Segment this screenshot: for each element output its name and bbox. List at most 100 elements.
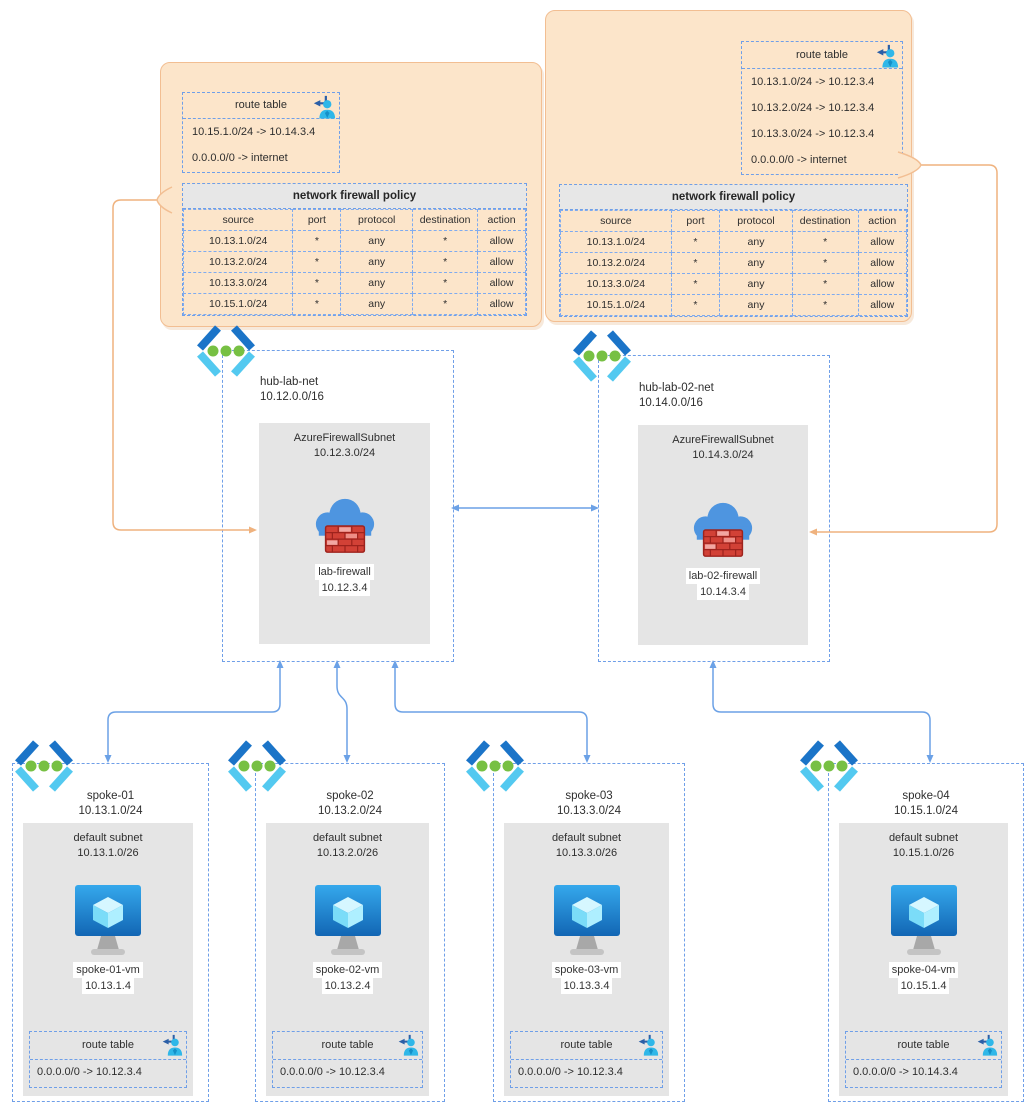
vnet-cidr-line: 10.13.1.0/24	[78, 805, 143, 817]
vm-ip: 10.15.1.4	[897, 978, 950, 994]
default-subnet-box: default subnet 10.13.2.0/26 spoke-02-vm …	[266, 823, 429, 1096]
route-table-panel-spoke1: route table 0.0.0.0/0 -> 10.12.3.4	[29, 1031, 187, 1088]
route-entry: 10.15.1.0/24 -> 10.14.3.4	[192, 126, 316, 138]
policy-cell: any	[719, 231, 793, 253]
policy-header-row: source port protocol destination action	[560, 210, 908, 232]
vm-name: spoke-01-vm	[73, 962, 143, 978]
vnet-name-line: spoke-03	[565, 790, 613, 802]
policy-cell: *	[670, 252, 721, 274]
policy-col-source: source	[560, 210, 672, 232]
vnet-cidr-line: 10.13.3.0/24	[557, 805, 621, 817]
policy-cell: 10.13.2.0/24	[182, 251, 294, 273]
route-table-icon	[397, 1034, 419, 1056]
policy-col-protocol: protocol	[340, 209, 414, 231]
route-table-title: route table	[321, 1039, 374, 1051]
subnet-name-line: AzureFirewallSubnet	[672, 434, 774, 446]
subnet-cidr-line: 10.15.1.0/26	[892, 847, 955, 859]
azure-firewall-subnet-box: AzureFirewallSubnet 10.14.3.0/24 lab-02-…	[638, 425, 808, 645]
subnet-name-line: default subnet	[73, 832, 143, 844]
policy-cell: *	[292, 272, 342, 294]
firewall-policy-table-hub2: network firewall policy source port prot…	[559, 184, 908, 317]
route-table-header: route table	[183, 93, 339, 119]
policy-cell: *	[791, 273, 859, 295]
route-table-header: route table	[846, 1032, 1001, 1060]
hub1-spoke2-arrow	[333, 660, 351, 763]
policy-cell: any	[340, 272, 414, 294]
policy-cell: *	[670, 294, 721, 316]
policy-col-action: action	[477, 209, 526, 231]
policy-col-protocol: protocol	[719, 210, 793, 232]
policy-col-port: port	[292, 209, 342, 231]
policy-row: 10.15.1.0/24*any*allow	[560, 294, 908, 316]
route-table-entries: 0.0.0.0/0 -> 10.12.3.4	[30, 1060, 186, 1085]
spoke2-vnet-box: spoke-02 10.13.2.0/24 default subnet 10.…	[255, 763, 445, 1102]
policy-cell: *	[412, 251, 479, 273]
policy-cell: any	[719, 273, 793, 295]
vnet-icon	[796, 738, 862, 796]
policy-cell: *	[670, 273, 721, 295]
vm-ip: 10.13.1.4	[82, 978, 134, 994]
route-table-panel-spoke2: route table 0.0.0.0/0 -> 10.12.3.4	[272, 1031, 423, 1088]
policy-row: 10.13.3.0/24*any*allow	[560, 273, 908, 295]
policy-cell: *	[412, 293, 479, 315]
subnet-title: AzureFirewallSubnet 10.14.3.0/24	[638, 425, 808, 463]
policy-header-row: source port protocol destination action	[182, 209, 526, 231]
route-table-icon	[161, 1034, 183, 1056]
vm-icon	[306, 882, 390, 960]
spoke1-vnet-box: spoke-01 10.13.1.0/24 default subnet 10.…	[12, 763, 209, 1102]
route-table-entries: 0.0.0.0/0 -> 10.12.3.4	[273, 1060, 422, 1085]
subnet-name-line: default subnet	[888, 832, 959, 844]
route-entry: 10.13.2.0/24 -> 10.12.3.4	[751, 102, 875, 114]
spoke2-name: spoke-02 10.13.2.0/24	[256, 789, 444, 819]
policy-cell: *	[412, 230, 479, 252]
firewall-label: lab-firewall 10.12.3.4	[259, 564, 430, 596]
subnet-title: default subnet 10.13.3.0/26	[504, 823, 669, 861]
policy-col-destination: destination	[791, 210, 859, 232]
policy-cell: any	[719, 252, 793, 274]
route-table-icon	[976, 1034, 998, 1056]
vnet-cidr-line: 10.12.0.0/16	[260, 391, 324, 403]
policy-cell: 10.13.1.0/24	[560, 231, 672, 253]
firewall-policy-grid: source port protocol destination action …	[560, 210, 908, 316]
subnet-name-line: AzureFirewallSubnet	[293, 432, 396, 444]
policy-cell: *	[412, 272, 479, 294]
vm-name: spoke-02-vm	[312, 962, 383, 978]
policy-cell: 10.13.2.0/24	[560, 252, 672, 274]
route-table-panel-spoke3: route table 0.0.0.0/0 -> 10.12.3.4	[510, 1031, 663, 1088]
route-entry: 10.13.3.0/24 -> 10.12.3.4	[751, 128, 875, 140]
policy-cell: any	[340, 230, 414, 252]
policy-cell: 10.13.3.0/24	[182, 272, 294, 294]
route-table-title: route table	[235, 99, 287, 111]
policy-cell: allow	[477, 251, 526, 273]
policy-cell: allow	[857, 273, 908, 295]
route-table-header: route table	[30, 1032, 186, 1060]
vm-name: spoke-03-vm	[551, 962, 622, 978]
route-table-title: route table	[82, 1039, 134, 1051]
vm-label: spoke-04-vm 10.15.1.4	[839, 962, 1008, 994]
hub1-vnet-box: hub-lab-net 10.12.0.0/16 AzureFirewallSu…	[222, 350, 454, 662]
route-entry: 0.0.0.0/0 -> 10.14.3.4	[853, 1066, 958, 1078]
route-table-panel-spoke4: route table 0.0.0.0/0 -> 10.14.3.4	[845, 1031, 1002, 1088]
vnet-cidr-line: 10.14.0.0/16	[639, 397, 703, 409]
subnet-cidr-line: 10.13.2.0/26	[316, 847, 379, 859]
firewall-name: lab-02-firewall	[685, 568, 761, 584]
policy-cell: *	[292, 230, 342, 252]
policy-cell: *	[791, 294, 859, 316]
route-table-icon	[312, 95, 336, 119]
subnet-name-line: default subnet	[551, 832, 622, 844]
policy-cell: allow	[857, 252, 908, 274]
policy-row: 10.13.1.0/24*any*allow	[560, 231, 908, 253]
vnet-name-line: spoke-02	[326, 790, 374, 802]
subnet-title: AzureFirewallSubnet 10.12.3.0/24	[259, 423, 430, 461]
firewall-policy-table-hub1: network firewall policy source port prot…	[182, 183, 527, 316]
vnet-icon	[462, 738, 528, 796]
policy-cell: 10.15.1.0/24	[182, 293, 294, 315]
route-table-header: route table	[742, 42, 902, 69]
firewall-ip: 10.12.3.4	[318, 580, 371, 596]
spoke3-name: spoke-03 10.13.3.0/24	[494, 789, 684, 819]
firewall-name: lab-firewall	[315, 564, 374, 580]
